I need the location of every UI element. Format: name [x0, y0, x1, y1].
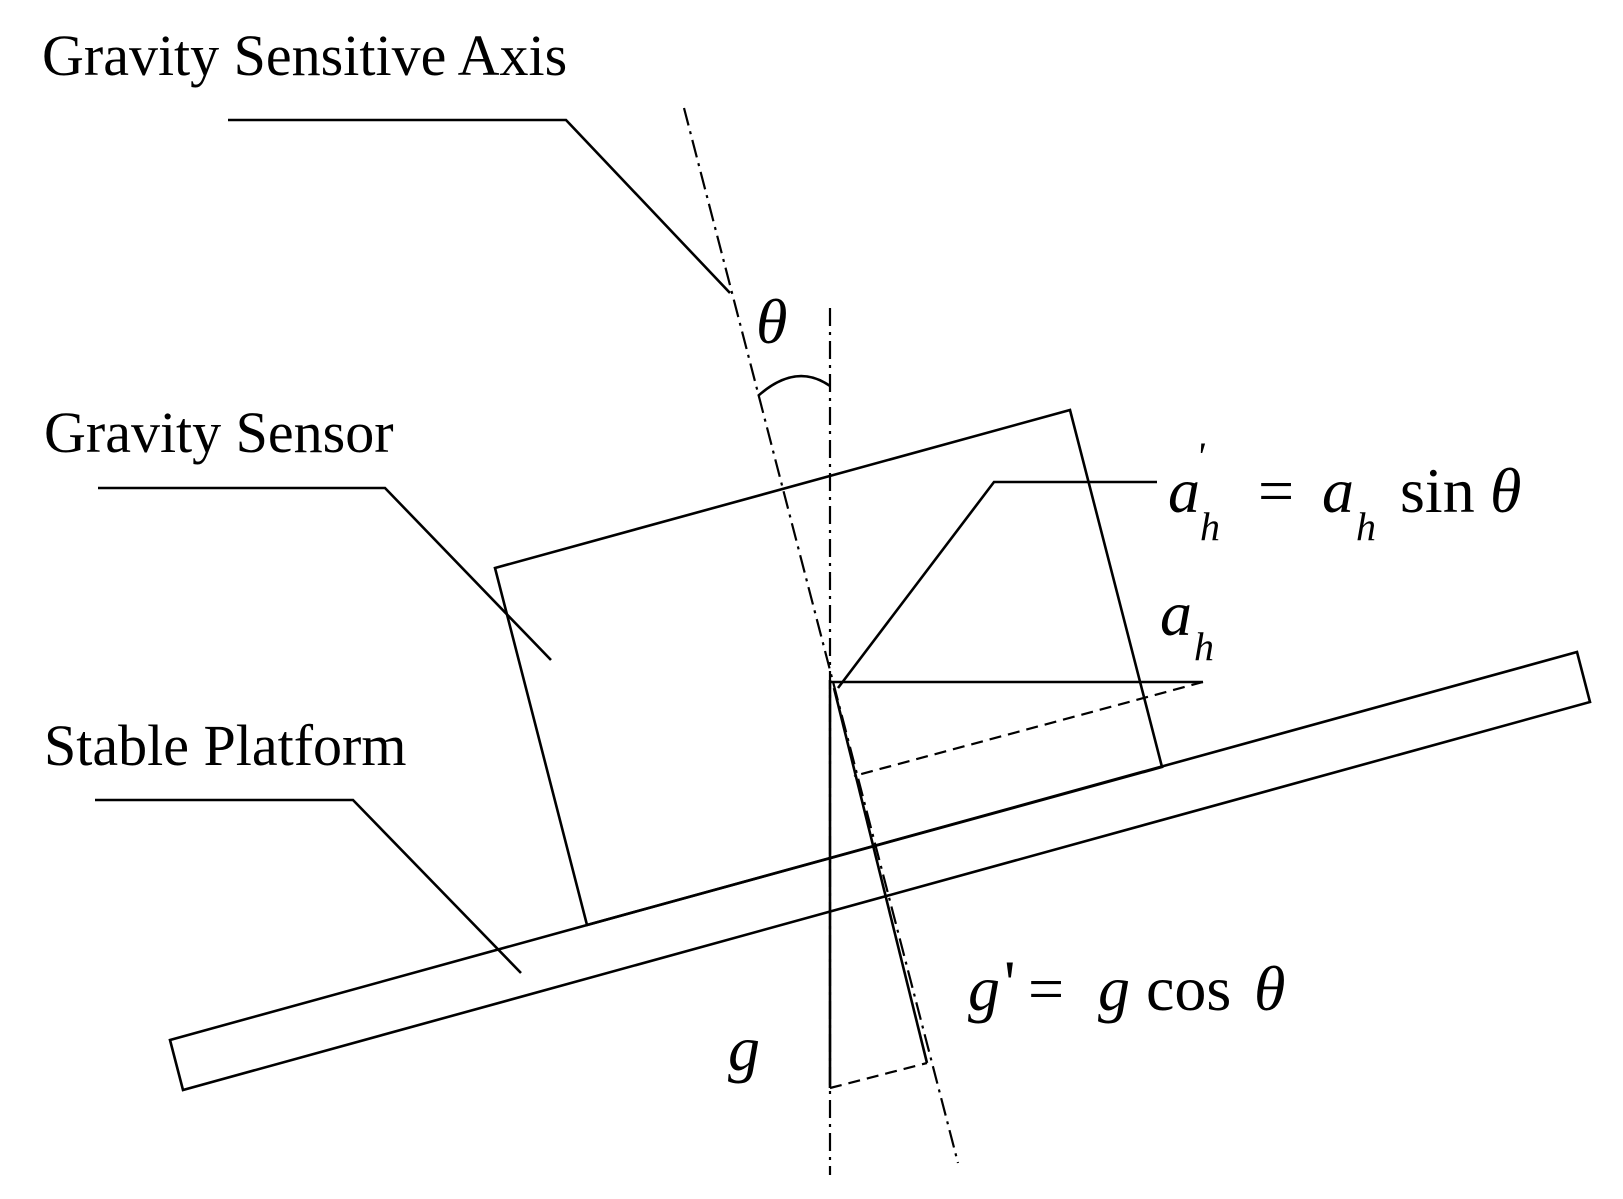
gravity-sensitive-axis-line	[682, 107, 960, 1164]
g-prime-g: g	[968, 953, 1000, 1024]
ah-rhs-subscript: h	[1356, 504, 1376, 549]
theta-angle-arc	[757, 374, 831, 397]
leader-ah-prime	[836, 480, 1157, 689]
gravity-sensor-label: Gravity Sensor	[44, 400, 394, 465]
leader-gravity-sensitive-axis	[228, 118, 731, 294]
g-prime-projection	[832, 687, 929, 1064]
g-prime-equals: =	[1028, 953, 1064, 1024]
ah-label: a h	[1160, 578, 1214, 669]
leader-gravity-sensor	[98, 486, 552, 661]
g-perpendicular-dashed	[829, 1061, 928, 1090]
ah-prime-subscript: h	[1200, 504, 1220, 549]
ah-sin: sin	[1400, 455, 1475, 526]
gravity-sensitive-axis-label: Gravity Sensitive Axis	[42, 23, 567, 88]
ah-label-subscript: h	[1194, 624, 1214, 669]
gravity-sensor-block	[493, 408, 1164, 927]
ah-label-a: a	[1160, 578, 1192, 649]
g-cos: cos	[1146, 953, 1231, 1024]
theta-symbol: θ	[756, 286, 787, 357]
ah-perpendicular-dashed	[853, 680, 1204, 778]
stable-platform-label: Stable Platform	[44, 713, 406, 778]
ah-rhs-a: a	[1322, 455, 1354, 526]
ah-prime-equals: =	[1258, 455, 1294, 526]
g-prime-mark: '	[1004, 947, 1016, 1018]
g-label: g	[728, 1013, 760, 1084]
g-prime-equation: g ' = g cos θ	[968, 947, 1285, 1024]
g-theta: θ	[1254, 953, 1285, 1024]
ah-prime-a: a	[1168, 455, 1200, 526]
g-rhs-g: g	[1098, 953, 1130, 1024]
leader-stable-platform	[95, 798, 522, 974]
ah-theta: θ	[1490, 455, 1521, 526]
ah-prime-mark: '	[1196, 434, 1206, 479]
ah-prime-equation: a ' h = a h sin θ	[1168, 434, 1521, 549]
